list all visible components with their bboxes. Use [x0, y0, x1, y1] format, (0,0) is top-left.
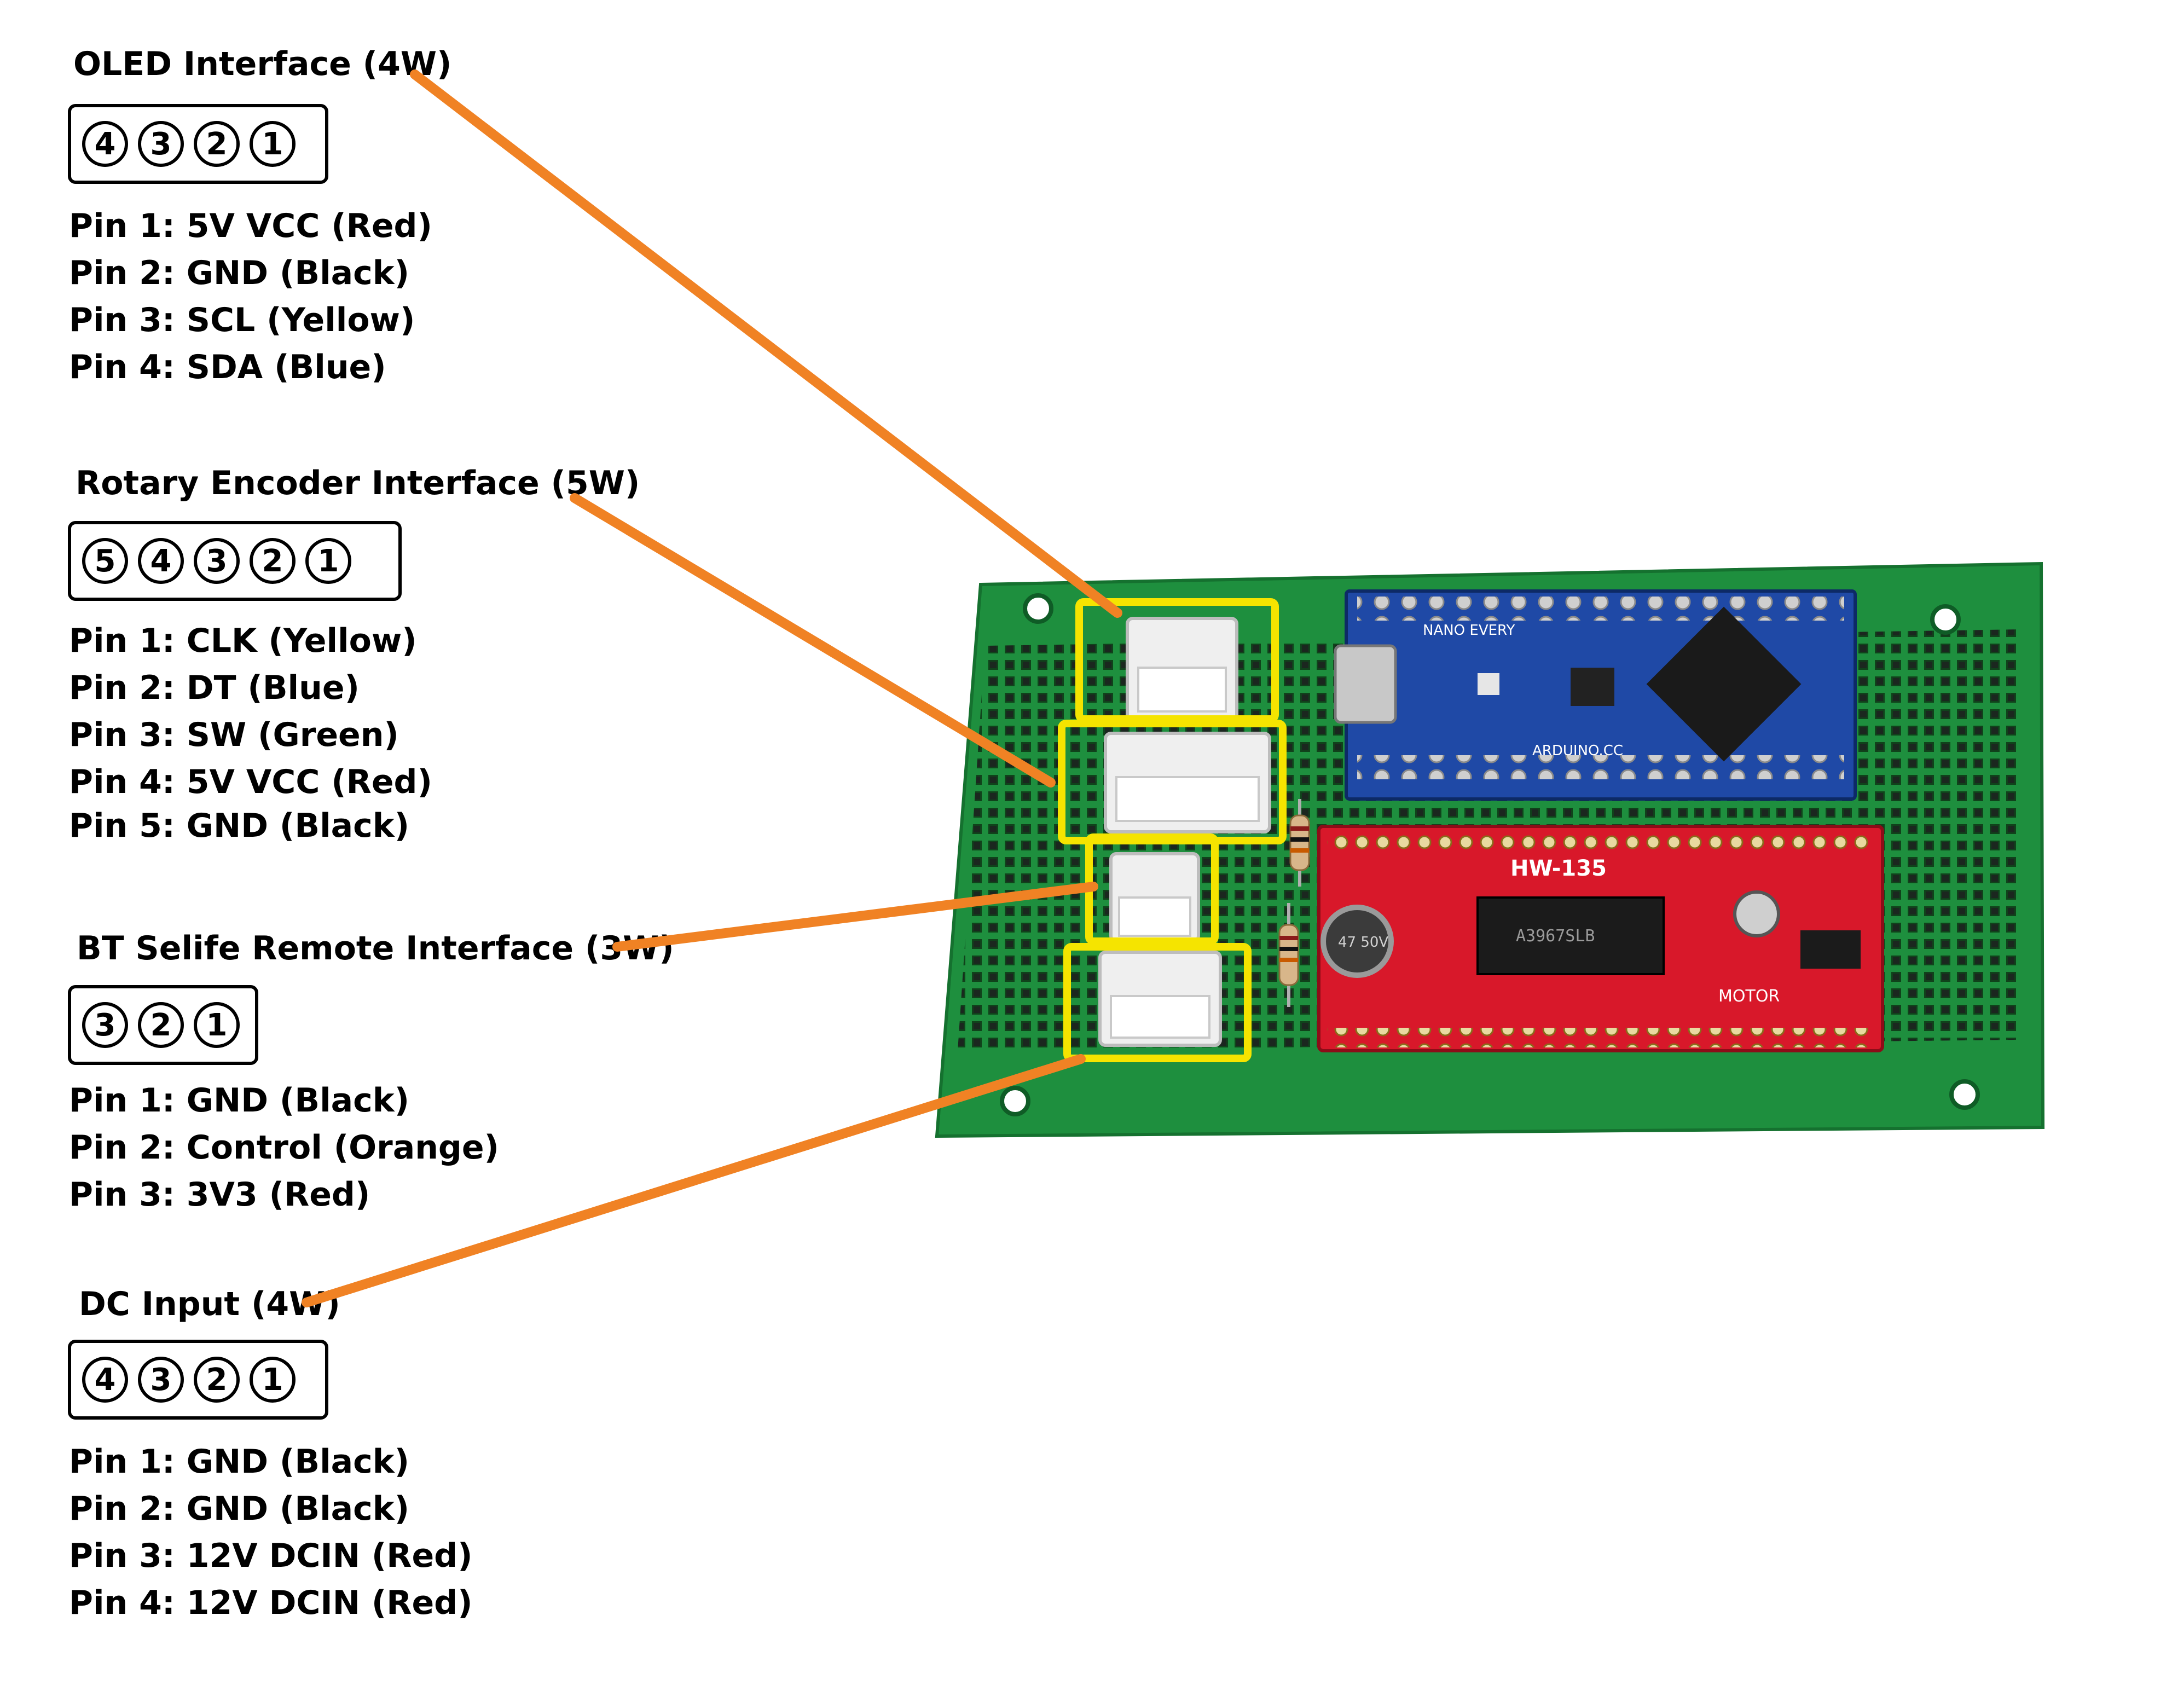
pin-number: 5 — [82, 538, 128, 584]
rotary-pin-4: Pin 4: 5V VCC (Red) — [69, 763, 432, 801]
connector-dc — [1098, 951, 1222, 1047]
rotary-pin-1: Pin 1: CLK (Yellow) — [69, 622, 417, 660]
dc-pin-3: Pin 3: 12V DCIN (Red) — [69, 1537, 473, 1575]
connector-bt — [1109, 852, 1200, 943]
pin-number: 3 — [138, 121, 184, 167]
nano-label: NANO EVERY — [1423, 622, 1515, 639]
mounting-hole — [1023, 593, 1053, 624]
pin-number: 1 — [194, 1002, 240, 1048]
bt-title: BT Selife Remote Interface (3W) — [77, 929, 674, 968]
dc-pin-2: Pin 2: GND (Black) — [69, 1490, 410, 1528]
rotary-pin-2: Pin 2: DT (Blue) — [69, 669, 360, 707]
highlight-dc — [1063, 943, 1252, 1062]
capacitor — [1320, 905, 1394, 978]
stepper-driver-board: A3967SLB HW-135 MOTOR 47 50V — [1317, 825, 1884, 1052]
oled-title: OLED Interface (4W) — [73, 45, 452, 83]
pin-number: 4 — [82, 1357, 128, 1403]
connector-rotary — [1104, 732, 1271, 833]
rotary-pin-5: Pin 5: GND (Black) — [69, 807, 410, 845]
pin-number: 2 — [138, 1002, 184, 1048]
pin-number: 1 — [305, 538, 351, 584]
driver-label: HW-135 — [1510, 856, 1607, 881]
driver-motor-label: MOTOR — [1718, 987, 1780, 1006]
pin-number: 3 — [82, 1002, 128, 1048]
pin-number: 2 — [194, 121, 240, 167]
oled-pin-3: Pin 3: SCL (Yellow) — [69, 301, 415, 339]
leader-line-rotary — [570, 493, 1056, 788]
oled-pin-1: Pin 1: 5V VCC (Red) — [69, 207, 432, 245]
bt-pin-box: 3 2 1 — [68, 985, 258, 1065]
connector-oled — [1126, 617, 1238, 724]
leader-line-dc — [302, 1054, 1086, 1307]
pin-number: 3 — [138, 1357, 184, 1403]
pin-number: 2 — [250, 538, 296, 584]
rotary-title: Rotary Encoder Interface (5W) — [76, 464, 640, 502]
arduino-nano-every: NANO EVERY ARDUINO.CC — [1334, 589, 1857, 801]
nano-url: ARDUINO.CC — [1532, 743, 1623, 759]
pin-number: 3 — [194, 538, 240, 584]
dc-title: DC Input (4W) — [79, 1285, 340, 1323]
mounting-hole — [1930, 604, 1961, 635]
pin-number: 4 — [138, 538, 184, 584]
mounting-hole — [1949, 1079, 1980, 1110]
rotary-pin-3: Pin 3: SW (Green) — [69, 716, 399, 754]
pin-number: 4 — [82, 121, 128, 167]
leader-line-oled — [410, 70, 1122, 618]
rotary-pin-box: 5 4 3 2 1 — [68, 521, 402, 601]
bt-pin-1: Pin 1: GND (Black) — [69, 1081, 410, 1120]
bt-pin-2: Pin 2: Control (Orange) — [69, 1128, 499, 1167]
potentiometer — [1733, 890, 1780, 937]
resistor — [1278, 903, 1299, 1007]
oled-pin-4: Pin 4: SDA (Blue) — [69, 348, 386, 386]
dc-pin-4: Pin 4: 12V DCIN (Red) — [69, 1584, 473, 1622]
resistor — [1289, 799, 1310, 887]
capacitor-label: 47 50V — [1338, 934, 1388, 951]
pin-number: 1 — [250, 1357, 296, 1403]
pin-number: 2 — [194, 1357, 240, 1403]
bt-pin-3: Pin 3: 3V3 (Red) — [69, 1176, 370, 1214]
oled-pin-box: 4 3 2 1 — [68, 104, 328, 184]
dc-pin-1: Pin 1: GND (Black) — [69, 1443, 410, 1481]
driver-chip-label: A3967SLB — [1516, 927, 1595, 946]
pin-number: 1 — [250, 121, 296, 167]
dc-pin-box: 4 3 2 1 — [68, 1340, 328, 1420]
mounting-hole — [1000, 1086, 1030, 1116]
highlight-oled — [1075, 598, 1279, 723]
oled-pin-2: Pin 2: GND (Black) — [69, 254, 410, 292]
leader-line-bt — [612, 882, 1098, 952]
